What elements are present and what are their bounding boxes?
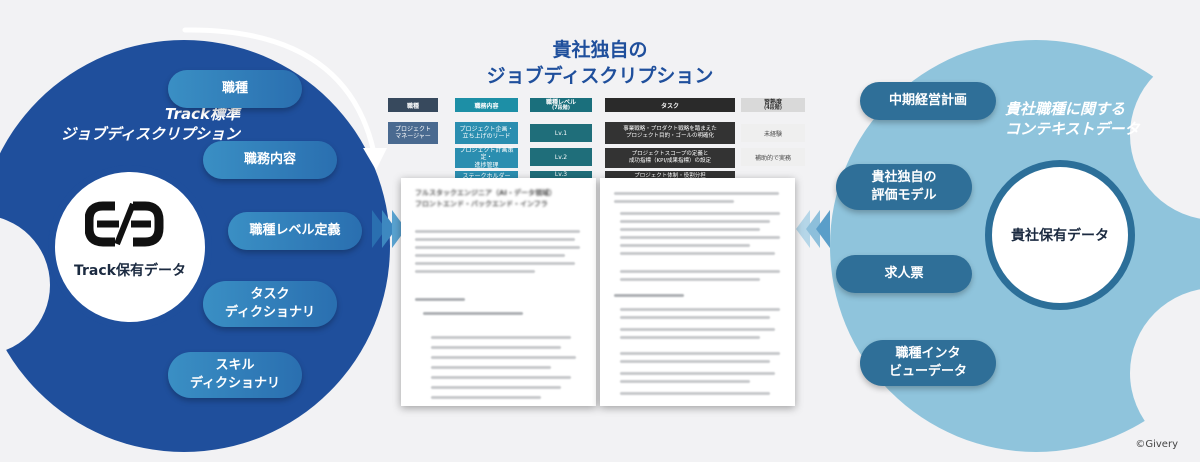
table-header-proficiency-label: 習熟度: [763, 98, 782, 106]
table-cell-proficiency-2: 補助的で実務: [741, 148, 805, 166]
table-cell-task-3: プロジェクト体制・役割分担: [605, 171, 735, 179]
table-cell-proficiency-1: 未経験: [741, 124, 805, 142]
pill-interview-data: 職種インタ ビューデータ: [860, 340, 996, 386]
table-header-job: 職種: [388, 98, 438, 112]
right-caption: 貴社職種に関する コンテキストデータ: [1005, 100, 1140, 138]
table-header-proficiency: 習熟度 (4段階): [741, 98, 805, 112]
table-cell-job: プロジェクト マネージャー: [388, 122, 438, 144]
pill-task-dictionary: タスク ディクショナリ: [203, 281, 337, 327]
table-cell-duty-3: ステークホルダー: [455, 171, 518, 179]
track-logo-icon: [85, 201, 164, 247]
pill-job-level: 職種レベル定義: [228, 212, 362, 250]
job-description-page-2: [600, 178, 795, 406]
pill-skill-dictionary: スキル ディクショナリ: [168, 352, 302, 398]
job-description-page-1: フルスタックエンジニア（AI・データ領域） フロントエンド・バックエンド・インフ…: [401, 178, 596, 406]
chevron-icon-right: [372, 210, 406, 248]
table-subheader-level: (7段階): [551, 104, 571, 111]
pill-midterm-plan: 中期経営計画: [860, 82, 996, 120]
table-cell-task-1: 事業戦略・プロダクト戦略を踏まえた プロジェクト目的・ゴールの明確化: [605, 122, 735, 144]
pill-job-posting: 求人票: [836, 255, 972, 293]
table-cell-level-3: Lv.3: [530, 171, 592, 179]
chevron-icon-left: [796, 210, 830, 248]
doc-heading: フルスタックエンジニア（AI・データ領域） フロントエンド・バックエンド・インフ…: [415, 189, 557, 209]
table-cell-duty-2: プロジェクト計画策定・ 進捗管理: [455, 147, 518, 169]
track-data-circle: Track保有データ: [48, 165, 212, 329]
pill-job-duties: 職務内容: [203, 141, 337, 179]
curved-arrow-icon: [182, 27, 387, 170]
table-header-duties: 職務内容: [455, 98, 518, 112]
table-header-level-label: 職種レベル: [545, 98, 576, 106]
center-title: 貴社独自の ジョブディスクリプション: [486, 39, 714, 87]
table-cell-duty-1: プロジェクト企画・ 立ち上げのリード: [455, 122, 518, 144]
table-subheader-proficiency: (4段階): [763, 104, 783, 111]
table-cell-task-2: プロジェクトスコープの定義と 成功指標（KPI/成果指標）の設定: [605, 148, 735, 168]
pill-job-type: 職種: [168, 70, 302, 108]
table-cell-level-2: Lv.2: [530, 148, 592, 166]
copyright: ©Givery: [1135, 439, 1178, 450]
pill-evaluation-model: 貴社独自の 評価モデル: [836, 164, 972, 210]
company-data-label: 貴社保有データ: [1011, 228, 1109, 244]
table-header-task: タスク: [605, 98, 735, 112]
left-caption: Track標準 ジョブディスクリプション: [61, 105, 240, 143]
track-data-label: Track保有データ: [74, 263, 186, 279]
table-cell-level-1: Lv.1: [530, 124, 592, 142]
company-data-circle: 貴社保有データ: [985, 160, 1135, 310]
table-header-level: 職種レベル (7段階): [530, 98, 592, 112]
